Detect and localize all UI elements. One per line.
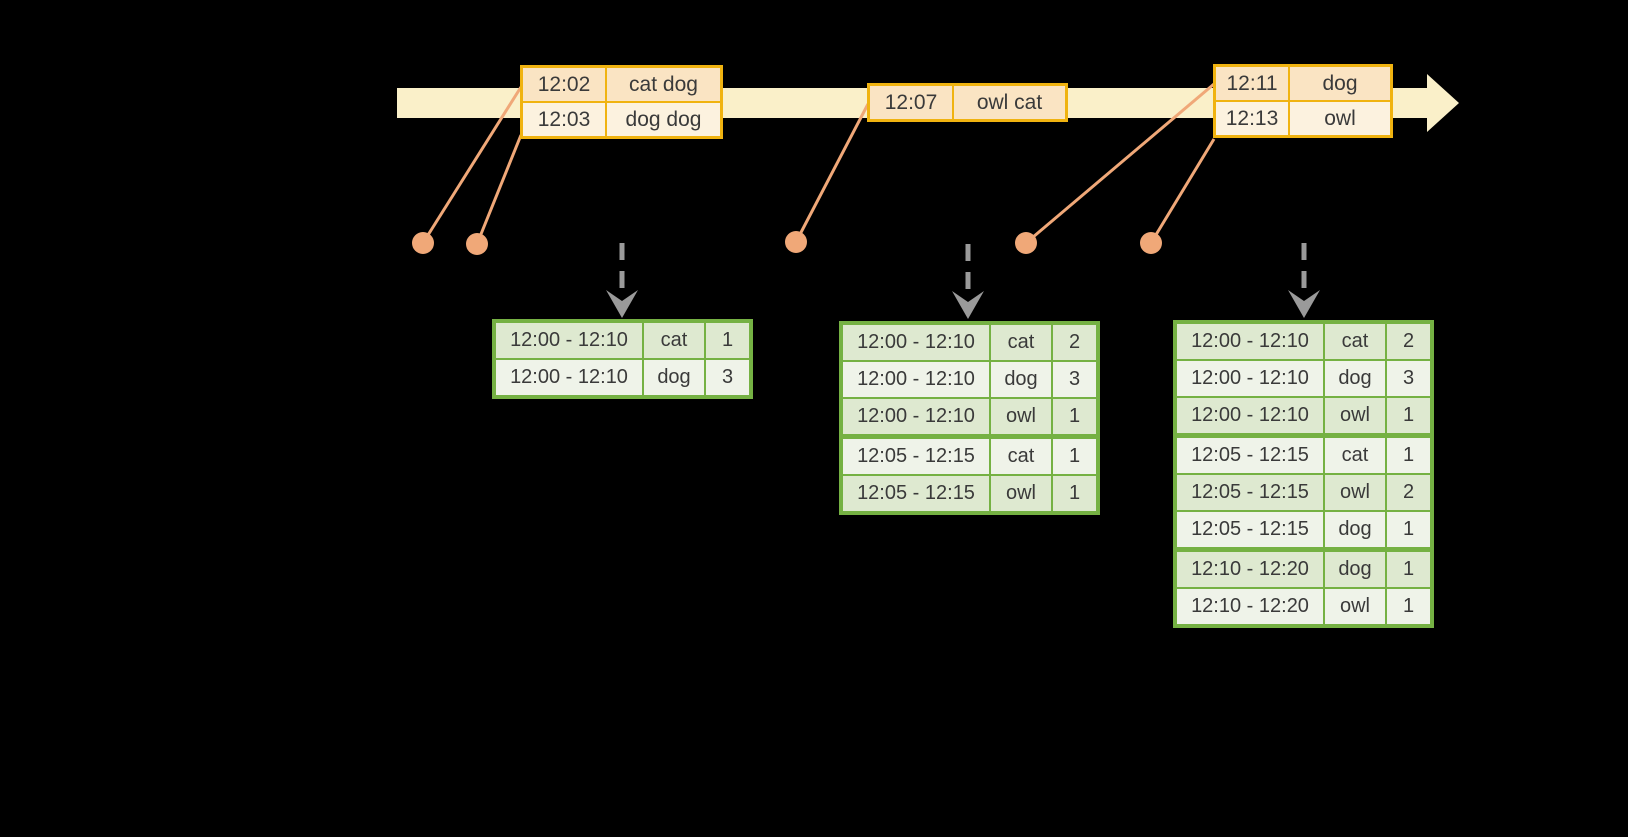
result-table-1: 12:00 - 12:10 cat 1 12:00 - 12:10 dog 3 — [492, 319, 753, 399]
result-window: 12:05 - 12:15 — [1177, 475, 1323, 510]
event-words: owl — [1290, 102, 1390, 135]
event-words: dog dog — [607, 103, 720, 136]
result-row: 12:05 - 12:15 owl 2 — [1177, 475, 1430, 510]
event-row: 12:13 owl — [1216, 102, 1390, 135]
event-row: 12:11 dog — [1216, 67, 1390, 100]
event-dot — [466, 233, 488, 255]
result-row: 12:05 - 12:15 cat 1 — [1177, 438, 1430, 473]
result-word: dog — [644, 360, 704, 395]
result-word: owl — [991, 476, 1051, 511]
result-window: 12:10 - 12:20 — [1177, 552, 1323, 587]
result-count: 2 — [1387, 324, 1430, 359]
trigger-arrowhead-icon — [952, 291, 984, 319]
event-dot — [1140, 232, 1162, 254]
result-row: 12:00 - 12:10 cat 2 — [843, 325, 1096, 360]
result-word: owl — [991, 399, 1051, 434]
result-row: 12:00 - 12:10 dog 3 — [843, 362, 1096, 397]
event-connector-line — [421, 86, 523, 244]
event-words: owl cat — [954, 86, 1065, 119]
event-row: 12:07 owl cat — [870, 86, 1065, 119]
result-word: dog — [1325, 512, 1385, 547]
result-window: 12:05 - 12:15 — [1177, 512, 1323, 547]
result-word: dog — [1325, 361, 1385, 396]
result-count: 1 — [1387, 512, 1430, 547]
result-window: 12:05 - 12:15 — [843, 476, 989, 511]
event-table-3: 12:11 dog 12:13 owl — [1213, 64, 1393, 138]
result-window: 12:00 - 12:10 — [1177, 324, 1323, 359]
result-table-2: 12:00 - 12:10 cat 2 12:00 - 12:10 dog 3 … — [839, 321, 1100, 515]
result-word: dog — [991, 362, 1051, 397]
trigger-arrowhead-icon — [606, 290, 638, 318]
event-words: dog — [1290, 67, 1390, 100]
event-table-1: 12:02 cat dog 12:03 dog dog — [520, 65, 723, 139]
event-time: 12:07 — [870, 86, 952, 119]
event-connector-line — [1025, 82, 1215, 245]
event-time: 12:02 — [523, 68, 605, 101]
result-row: 12:00 - 12:10 owl 1 — [843, 399, 1096, 434]
result-window: 12:00 - 12:10 — [1177, 398, 1323, 433]
event-time: 12:11 — [1216, 67, 1288, 100]
result-word: cat — [644, 323, 704, 358]
result-window: 12:05 - 12:15 — [843, 439, 989, 474]
result-row: 12:00 - 12:10 owl 1 — [1177, 398, 1430, 433]
event-dot — [785, 231, 807, 253]
result-row: 12:00 - 12:10 dog 3 — [1177, 361, 1430, 396]
event-words: cat dog — [607, 68, 720, 101]
event-connector-line — [1149, 138, 1216, 244]
trigger-arrowhead-icon — [1288, 290, 1320, 318]
event-table-2: 12:07 owl cat — [867, 83, 1068, 122]
result-window: 12:00 - 12:10 — [843, 325, 989, 360]
result-window: 12:05 - 12:15 — [1177, 438, 1323, 473]
event-row: 12:03 dog dog — [523, 103, 720, 136]
result-row: 12:00 - 12:10 dog 3 — [496, 360, 749, 395]
result-count: 1 — [1053, 476, 1096, 511]
result-window: 12:00 - 12:10 — [1177, 361, 1323, 396]
result-count: 2 — [1053, 325, 1096, 360]
result-count: 1 — [1053, 439, 1096, 474]
result-word: cat — [1325, 438, 1385, 473]
result-row: 12:00 - 12:10 cat 1 — [496, 323, 749, 358]
result-window: 12:00 - 12:10 — [843, 362, 989, 397]
event-time: 12:13 — [1216, 102, 1288, 135]
result-word: owl — [1325, 398, 1385, 433]
result-window: 12:10 - 12:20 — [1177, 589, 1323, 624]
result-count: 1 — [1387, 552, 1430, 587]
result-window: 12:00 - 12:10 — [843, 399, 989, 434]
result-window: 12:00 - 12:10 — [496, 323, 642, 358]
timeline-arrowhead-icon — [1427, 74, 1459, 132]
event-time: 12:03 — [523, 103, 605, 136]
event-row: 12:02 cat dog — [523, 68, 720, 101]
result-count: 1 — [1387, 438, 1430, 473]
event-dot — [412, 232, 434, 254]
result-table-3: 12:00 - 12:10 cat 2 12:00 - 12:10 dog 3 … — [1173, 320, 1434, 628]
result-word: cat — [1325, 324, 1385, 359]
result-word: owl — [1325, 475, 1385, 510]
event-connector-line — [794, 103, 870, 243]
result-count: 3 — [1053, 362, 1096, 397]
result-row: 12:10 - 12:20 owl 1 — [1177, 589, 1430, 624]
result-word: cat — [991, 439, 1051, 474]
event-connector-line — [475, 134, 523, 245]
event-dot — [1015, 232, 1037, 254]
result-row: 12:05 - 12:15 cat 1 — [843, 439, 1096, 474]
result-word: owl — [1325, 589, 1385, 624]
result-count: 3 — [706, 360, 749, 395]
result-count: 1 — [1387, 398, 1430, 433]
result-count: 1 — [1053, 399, 1096, 434]
result-count: 2 — [1387, 475, 1430, 510]
result-window: 12:00 - 12:10 — [496, 360, 642, 395]
result-count: 3 — [1387, 361, 1430, 396]
result-count: 1 — [1387, 589, 1430, 624]
result-row: 12:00 - 12:10 cat 2 — [1177, 324, 1430, 359]
result-word: dog — [1325, 552, 1385, 587]
result-word: cat — [991, 325, 1051, 360]
result-count: 1 — [706, 323, 749, 358]
result-row: 12:05 - 12:15 dog 1 — [1177, 512, 1430, 547]
result-row: 12:05 - 12:15 owl 1 — [843, 476, 1096, 511]
result-row: 12:10 - 12:20 dog 1 — [1177, 552, 1430, 587]
